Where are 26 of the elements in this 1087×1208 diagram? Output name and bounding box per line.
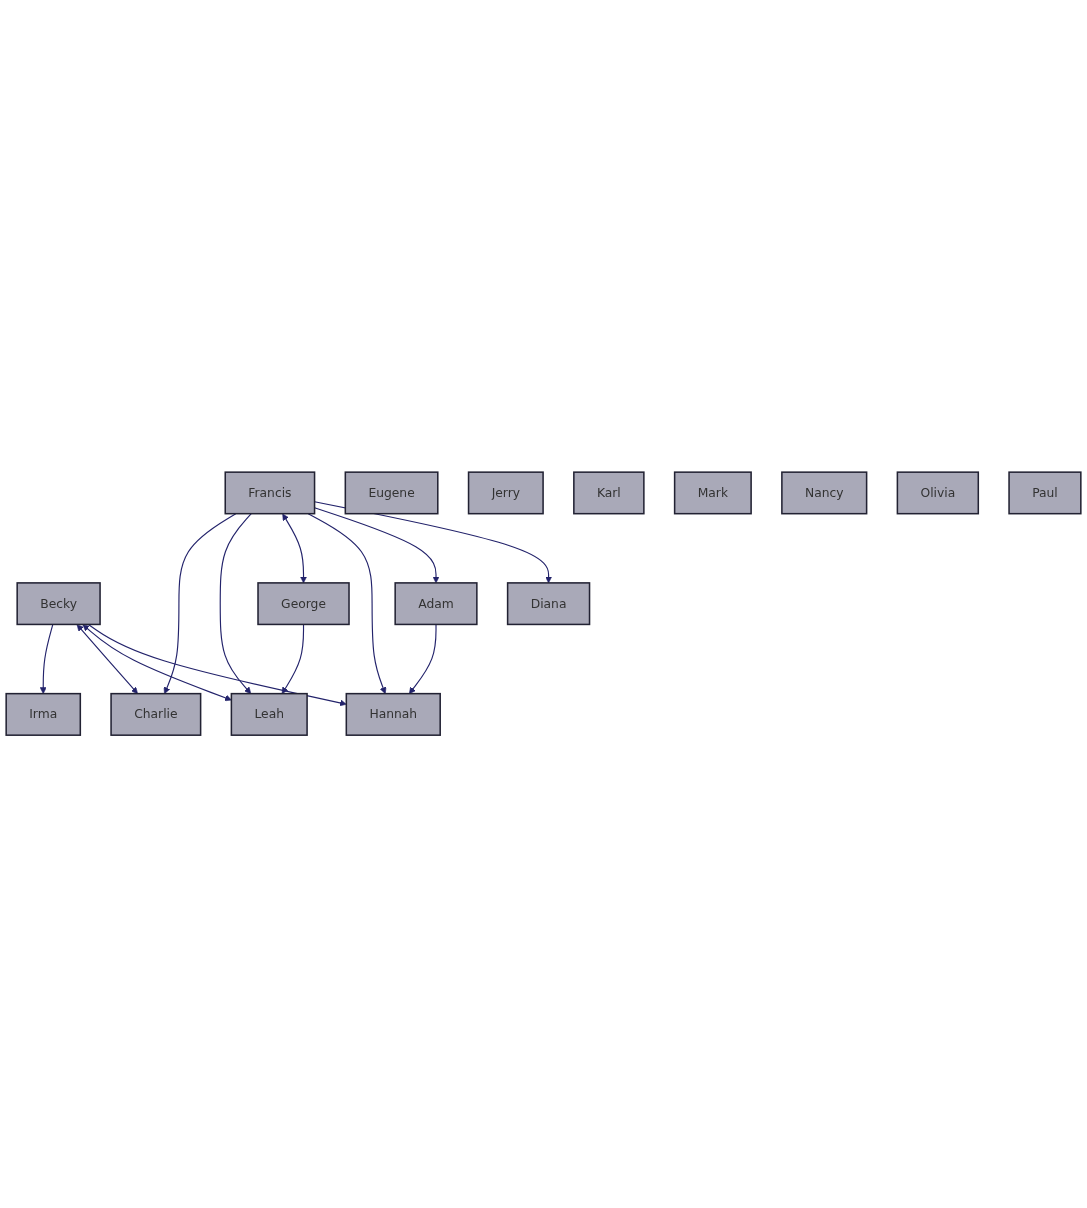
node-box: Adam [394, 582, 478, 626]
node-box: Hannah [345, 693, 441, 737]
arrow [314, 507, 440, 584]
arrow [409, 624, 437, 695]
arrow [39, 624, 54, 695]
node-box: George [257, 582, 350, 626]
node-box: Olivia [896, 471, 980, 515]
node-box: Diana [506, 582, 591, 626]
node-box: Karl [573, 471, 645, 515]
node-box: Leah [230, 693, 308, 737]
arrow [82, 624, 232, 702]
arrow [76, 624, 138, 695]
node-box: Francis [224, 471, 316, 515]
arrow [314, 501, 552, 584]
node-box: Eugene [344, 471, 439, 515]
node-box: Jerry [467, 471, 544, 515]
node-box: Mark [673, 471, 752, 515]
node-box: Charlie [110, 693, 202, 737]
node-box: Nancy [781, 471, 868, 515]
arrow [87, 624, 347, 707]
arrow [219, 513, 252, 695]
node-box: Becky [16, 582, 101, 626]
arrow [281, 624, 305, 695]
node-box: Irma [5, 693, 82, 737]
node-box: Paul [1008, 471, 1082, 515]
arrow [282, 513, 307, 584]
